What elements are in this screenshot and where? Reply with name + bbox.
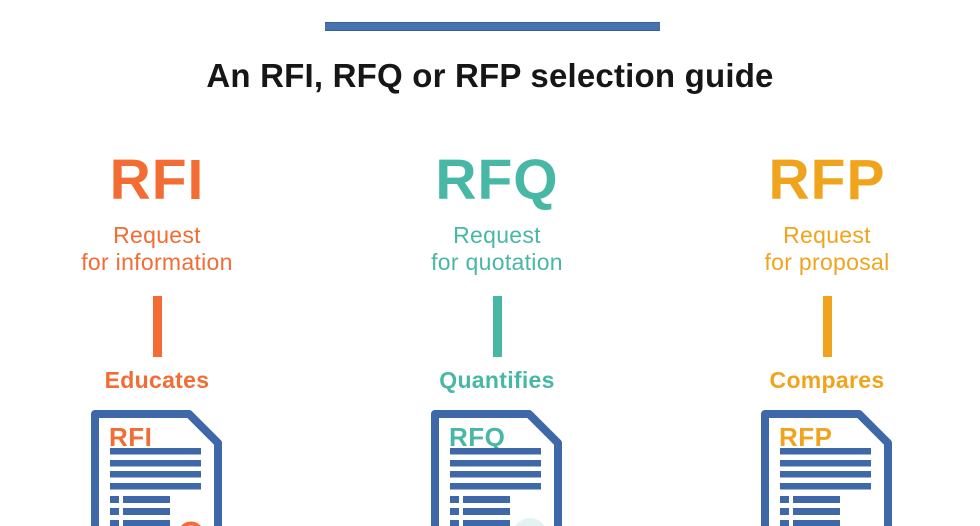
rfi-acronym: RFI xyxy=(109,148,205,212)
column-rfp: RFP Request for proposal Compares RFP xyxy=(677,150,977,526)
rfp-verb-label: Compares xyxy=(769,367,885,393)
rfi-connector-bar xyxy=(152,296,162,357)
rfq-verb-label: Quantifies xyxy=(439,367,555,393)
column-rfq: RFQ Request for quotation Quantifies RFQ xyxy=(347,150,647,526)
rfp-connector-bar xyxy=(822,296,832,357)
rfp-subtitle: Request for proposal xyxy=(677,222,977,276)
title-accent-bar xyxy=(325,22,660,31)
rfp-acronym: RFP xyxy=(768,148,886,212)
rfp-document-icon: RFP xyxy=(761,410,892,526)
magnifier-hint xyxy=(180,521,202,526)
rfp-subtitle-line2: for proposal xyxy=(764,249,890,275)
page-title: An RFI, RFQ or RFP selection guide xyxy=(206,57,774,94)
document-text-lines xyxy=(780,448,871,526)
rfi-subtitle: Request for information xyxy=(7,222,307,276)
watermark-hint xyxy=(515,518,545,526)
document-label: RFI xyxy=(109,422,152,452)
rfq-subtitle-line2: for quotation xyxy=(431,249,563,275)
document-label: RFQ xyxy=(449,422,505,452)
rfq-subtitle-line1: Request xyxy=(453,222,541,248)
document-text-lines xyxy=(450,448,541,526)
rfp-subtitle-line1: Request xyxy=(783,222,871,248)
rfi-verb-label: Educates xyxy=(104,367,210,393)
rfq-document-icon: RFQ xyxy=(431,410,562,526)
document-text-lines xyxy=(110,448,201,526)
rfq-acronym: RFQ xyxy=(435,148,559,212)
rfq-subtitle: Request for quotation xyxy=(347,222,647,276)
column-rfi: RFI Request for information Educates RFI xyxy=(7,150,307,526)
document-label: RFP xyxy=(779,422,833,452)
rfi-subtitle-line2: for information xyxy=(81,249,233,275)
rfi-document-icon: RFI xyxy=(91,410,222,526)
rfq-connector-bar xyxy=(492,296,502,357)
rfi-subtitle-line1: Request xyxy=(113,222,201,248)
